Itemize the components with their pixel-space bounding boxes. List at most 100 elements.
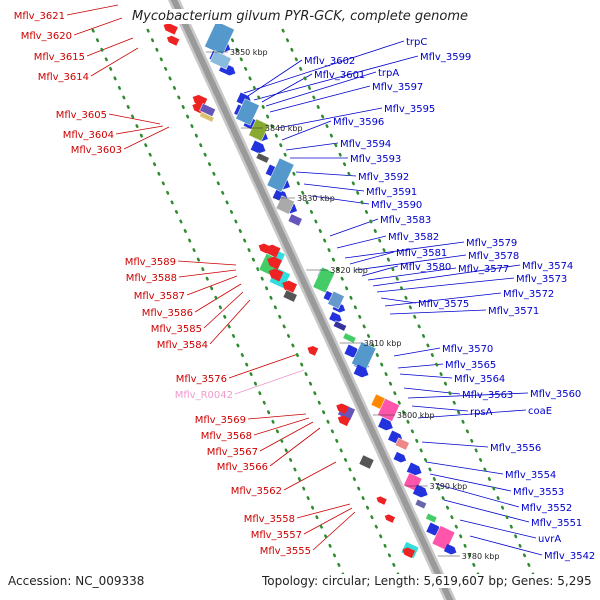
gene-arrow-shape bbox=[393, 451, 407, 463]
leader-line bbox=[243, 40, 405, 94]
gene-label-right: Mflv_3592 bbox=[358, 172, 409, 183]
leader-line bbox=[443, 499, 530, 523]
gene-label-right: Mflv_3542 bbox=[544, 551, 595, 562]
gene-block-rect bbox=[287, 213, 303, 227]
gene-label-right: Mflv_3590 bbox=[371, 200, 422, 211]
gene-block bbox=[312, 266, 336, 294]
gene-block bbox=[377, 398, 400, 422]
gene-block bbox=[255, 152, 270, 164]
gene-arrow bbox=[443, 543, 457, 555]
gene-block-rect bbox=[332, 320, 347, 332]
gene-block-rect bbox=[248, 118, 270, 142]
leader-line bbox=[269, 85, 371, 113]
leader-line bbox=[355, 254, 467, 271]
gene-label-left: Mflv_3557 bbox=[251, 530, 302, 541]
leader-line bbox=[295, 171, 357, 177]
gene-block bbox=[431, 525, 456, 551]
gene-arrow-shape bbox=[163, 23, 178, 35]
gene-label-right: Mflv_3593 bbox=[350, 154, 401, 165]
gene-label-right: Mflv_3579 bbox=[466, 238, 517, 249]
gene-arrow bbox=[406, 462, 422, 476]
backbone-line bbox=[170, 0, 454, 600]
left-gene-labels: Mflv_3621Mflv_3620Mflv_3615Mflv_3614Mflv… bbox=[14, 11, 311, 557]
gene-label-right: Mflv_3599 bbox=[420, 52, 471, 63]
gene-arrow bbox=[166, 35, 180, 46]
gene-label-right: Mflv_3563 bbox=[462, 390, 513, 401]
gene-label-left: Mflv_3620 bbox=[21, 31, 72, 42]
leader-line bbox=[253, 417, 310, 436]
gene-label-right: Mflv_3575 bbox=[418, 299, 469, 310]
gene-block bbox=[327, 290, 345, 310]
leader-line bbox=[283, 461, 337, 491]
gene-block-rect bbox=[209, 50, 232, 70]
gene-label-left: Mflv_3558 bbox=[244, 514, 295, 525]
gene-arrow-shape bbox=[166, 35, 180, 46]
gene-block-rect bbox=[327, 290, 345, 310]
leader-line bbox=[417, 409, 527, 419]
gene-arrow bbox=[384, 514, 396, 523]
gene-label-left: Mflv_3576 bbox=[176, 374, 227, 385]
leader-line bbox=[407, 392, 529, 399]
gene-arrow-shape bbox=[307, 345, 319, 356]
gene-block-rect bbox=[358, 454, 375, 470]
gene-block bbox=[209, 50, 232, 70]
gene-block-rect bbox=[425, 512, 438, 524]
gene-label-right: Mflv_3573 bbox=[516, 274, 567, 285]
leader-line bbox=[177, 260, 237, 266]
gene-block bbox=[414, 498, 427, 510]
gene-arrow-shape bbox=[282, 280, 298, 294]
gene-block bbox=[204, 20, 235, 56]
gene-block bbox=[287, 213, 303, 227]
leader-line bbox=[367, 267, 457, 281]
leader-line bbox=[429, 473, 512, 492]
kbp-label: 3850 kbp bbox=[230, 48, 268, 57]
gene-label-left: Mflv_3586 bbox=[142, 308, 193, 319]
gene-arrow-shape bbox=[353, 364, 369, 378]
leader-line bbox=[376, 277, 515, 293]
leader-line bbox=[372, 264, 521, 287]
leader-line bbox=[303, 183, 365, 192]
gene-label-right: Mflv_3552 bbox=[521, 503, 572, 514]
gene-block-rect bbox=[394, 437, 410, 451]
gene-arrow bbox=[412, 484, 428, 498]
leader-line bbox=[178, 269, 237, 278]
gene-block bbox=[342, 332, 357, 344]
gene-label-right: Mflv_3597 bbox=[372, 82, 423, 93]
leader-line bbox=[336, 235, 387, 249]
gene-label-left: Mflv_3587 bbox=[134, 291, 185, 302]
gene-label-left: Mflv_3605 bbox=[56, 110, 107, 121]
gene-arrow-shape bbox=[265, 244, 281, 258]
gene-arrow bbox=[307, 345, 319, 356]
gene-label-left: Mflv_3584 bbox=[157, 340, 208, 351]
leader-line bbox=[285, 142, 339, 151]
gene-label-left: Mflv_3562 bbox=[231, 486, 282, 497]
gene-label-left: Mflv_3588 bbox=[126, 273, 177, 284]
gene-block-rect bbox=[282, 289, 298, 303]
gene-block-rect bbox=[342, 332, 357, 344]
leader-line bbox=[459, 519, 537, 539]
leader-line bbox=[296, 503, 351, 519]
gene-block-rect bbox=[312, 266, 336, 294]
leader-line bbox=[425, 461, 504, 475]
gene-label-right: Mflv_3580 bbox=[400, 262, 451, 273]
gene-arrow-shape bbox=[329, 311, 342, 323]
leader-line bbox=[303, 507, 353, 535]
gene-arrow bbox=[378, 417, 393, 431]
gene-block bbox=[248, 118, 270, 142]
gene-block bbox=[275, 195, 295, 215]
track-guide-inner-left bbox=[146, 28, 407, 592]
gene-block bbox=[266, 157, 295, 193]
gene-arrow bbox=[265, 244, 281, 258]
genome-stats-text: Topology: circular; Length: 5,619,607 bp… bbox=[262, 574, 592, 588]
leader-line bbox=[115, 125, 164, 135]
gene-block-rect bbox=[266, 157, 295, 193]
gene-block-rect bbox=[377, 398, 400, 422]
leader-line bbox=[344, 241, 465, 259]
gene-label-right: Mflv_3581 bbox=[396, 248, 447, 259]
gene-arrow-shape bbox=[267, 256, 282, 270]
gene-label-right: Mflv_3564 bbox=[454, 374, 505, 385]
gene-label-left: Mflv_3614 bbox=[38, 72, 89, 83]
gene-arrow bbox=[376, 496, 387, 505]
leader-line bbox=[389, 309, 487, 315]
